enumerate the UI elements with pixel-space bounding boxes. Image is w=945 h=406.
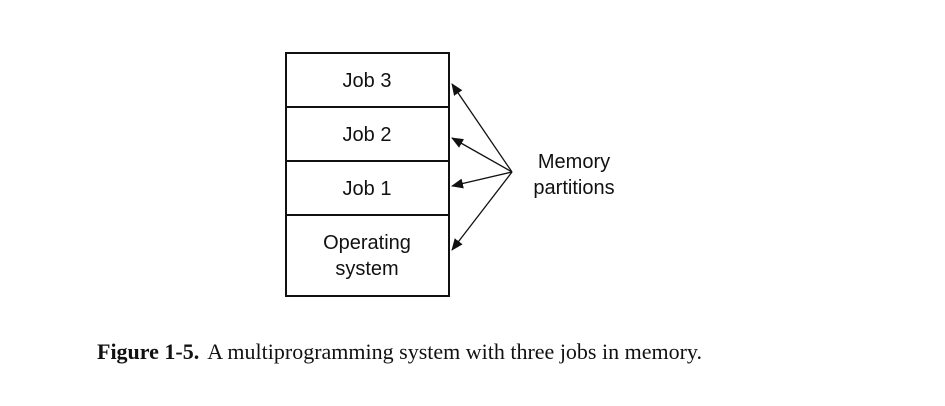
arrow-to-operating-system <box>451 171 513 251</box>
caption-text: A multiprogramming system with three job… <box>207 339 702 364</box>
partition-job-3: Job 3 <box>343 70 392 92</box>
memory-diagram: Job 3 Job 2 Job 1 Operating system Memor… <box>285 52 615 297</box>
figure-number: Figure 1-5. <box>97 339 200 364</box>
figure-caption: Figure 1-5. A multiprogramming system wit… <box>97 339 702 365</box>
annotation-memory: Memory <box>538 151 610 173</box>
partition-job-1: Job 1 <box>343 178 392 200</box>
arrow-to-job-3 <box>451 83 513 173</box>
partition-operating-system-line2: system <box>335 258 398 280</box>
partition-job-2: Job 2 <box>343 124 392 146</box>
annotation-partitions: partitions <box>533 177 614 199</box>
arrow-to-job-1 <box>451 171 513 189</box>
partition-operating-system: Operating <box>323 232 411 254</box>
memory-stack <box>285 52 450 297</box>
arrow-to-job-2 <box>451 137 513 173</box>
